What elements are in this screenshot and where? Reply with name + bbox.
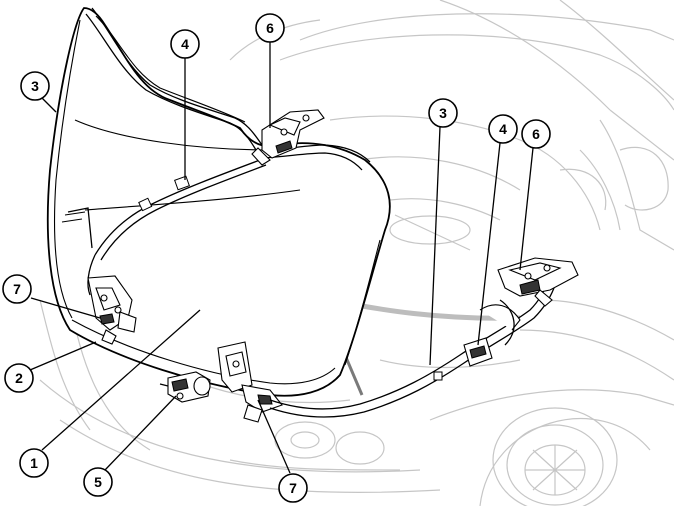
lid-cable-channel [67,7,371,296]
body-cable-harness [269,279,555,418]
svg-text:3: 3 [31,78,39,94]
lock-actuator [159,371,211,403]
svg-text:1: 1 [30,455,38,471]
svg-text:6: 6 [266,20,274,36]
svg-text:2: 2 [15,370,23,386]
leader-lines [29,40,534,474]
svg-text:5: 5 [94,474,102,490]
car-body-background [39,0,674,506]
callout-3-left: 3 [20,71,50,101]
svg-text:7: 7 [289,480,297,496]
callout-7-right: 7 [278,473,308,503]
latch-right [497,257,579,307]
callout-7-left: 7 [2,274,32,304]
callout-2: 2 [4,363,34,393]
trunk-lid [46,7,391,397]
callout-3-right: 3 [428,98,458,128]
svg-text:4: 4 [181,36,189,52]
hinge-upper-left [251,109,325,166]
svg-text:6: 6 [532,126,540,142]
callout-1: 1 [19,448,49,478]
callout-4-right: 4 [488,114,518,144]
callout-6-right: 6 [521,119,551,149]
callout-4-left: 4 [170,29,200,59]
hinge-bracket-right [217,341,283,423]
callout-5: 5 [83,467,113,497]
svg-text:3: 3 [439,105,447,121]
svg-text:4: 4 [499,121,507,137]
callout-6-left: 6 [255,13,285,43]
svg-text:7: 7 [13,281,21,297]
hinge-bracket-left [87,275,137,345]
